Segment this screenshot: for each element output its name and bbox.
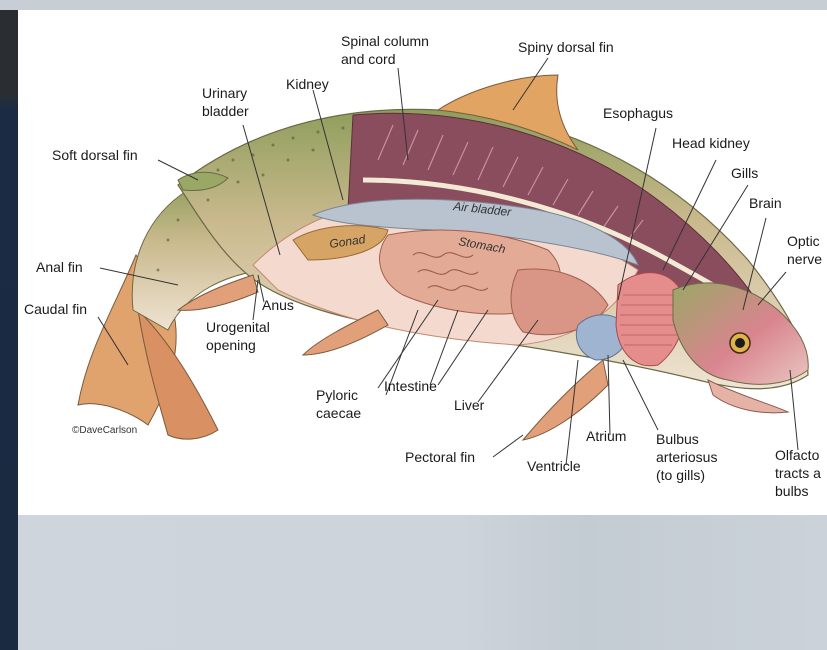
label-bulbus-2: arteriosus (656, 449, 717, 465)
label-bulbus-1: Bulbus (656, 431, 699, 447)
label-spinal-1: Spinal column (341, 33, 429, 49)
credit-text: ©DaveCarlson (72, 425, 137, 436)
label-anus: Anus (262, 297, 294, 313)
label-gills: Gills (731, 165, 758, 181)
left-strip (0, 10, 18, 650)
label-olfactory-3: bulbs (775, 483, 808, 499)
bottom-background (18, 515, 827, 650)
label-caudal-fin: Caudal fin (24, 301, 87, 317)
label-esophagus: Esophagus (603, 105, 673, 121)
label-optic-2: nerve (787, 251, 822, 267)
label-anal-fin: Anal fin (36, 259, 83, 275)
label-spiny-dorsal-fin: Spiny dorsal fin (518, 39, 614, 55)
label-kidney: Kidney (286, 76, 329, 92)
label-olfactory-1: Olfacto (775, 447, 820, 463)
label-urogenital-1: Urogenital (206, 319, 270, 335)
fish-anatomy-diagram: Air bladder Stomach Gonad Spinal column … (18, 10, 827, 515)
label-intestine: Intestine (384, 378, 437, 394)
diagram-panel: Air bladder Stomach Gonad Spinal column … (18, 10, 827, 515)
label-olfactory-2: tracts a (775, 465, 821, 481)
label-liver: Liver (454, 397, 485, 413)
top-bar (0, 0, 827, 10)
label-atrium: Atrium (586, 428, 626, 444)
label-pectoral-fin: Pectoral fin (405, 449, 475, 465)
label-head-kidney: Head kidney (672, 135, 750, 151)
label-brain: Brain (749, 195, 782, 211)
label-urinary-2: bladder (202, 103, 249, 119)
label-pyloric-2: caecae (316, 405, 361, 421)
label-pyloric-1: Pyloric (316, 387, 358, 403)
pupil (735, 338, 745, 348)
label-ventricle: Ventricle (527, 458, 581, 474)
label-bulbus-3: (to gills) (656, 467, 705, 483)
label-spinal-2: and cord (341, 51, 395, 67)
label-urinary-1: Urinary (202, 85, 247, 101)
label-soft-dorsal-fin: Soft dorsal fin (52, 147, 138, 163)
label-urogenital-2: opening (206, 337, 256, 353)
label-optic-1: Optic (787, 233, 820, 249)
